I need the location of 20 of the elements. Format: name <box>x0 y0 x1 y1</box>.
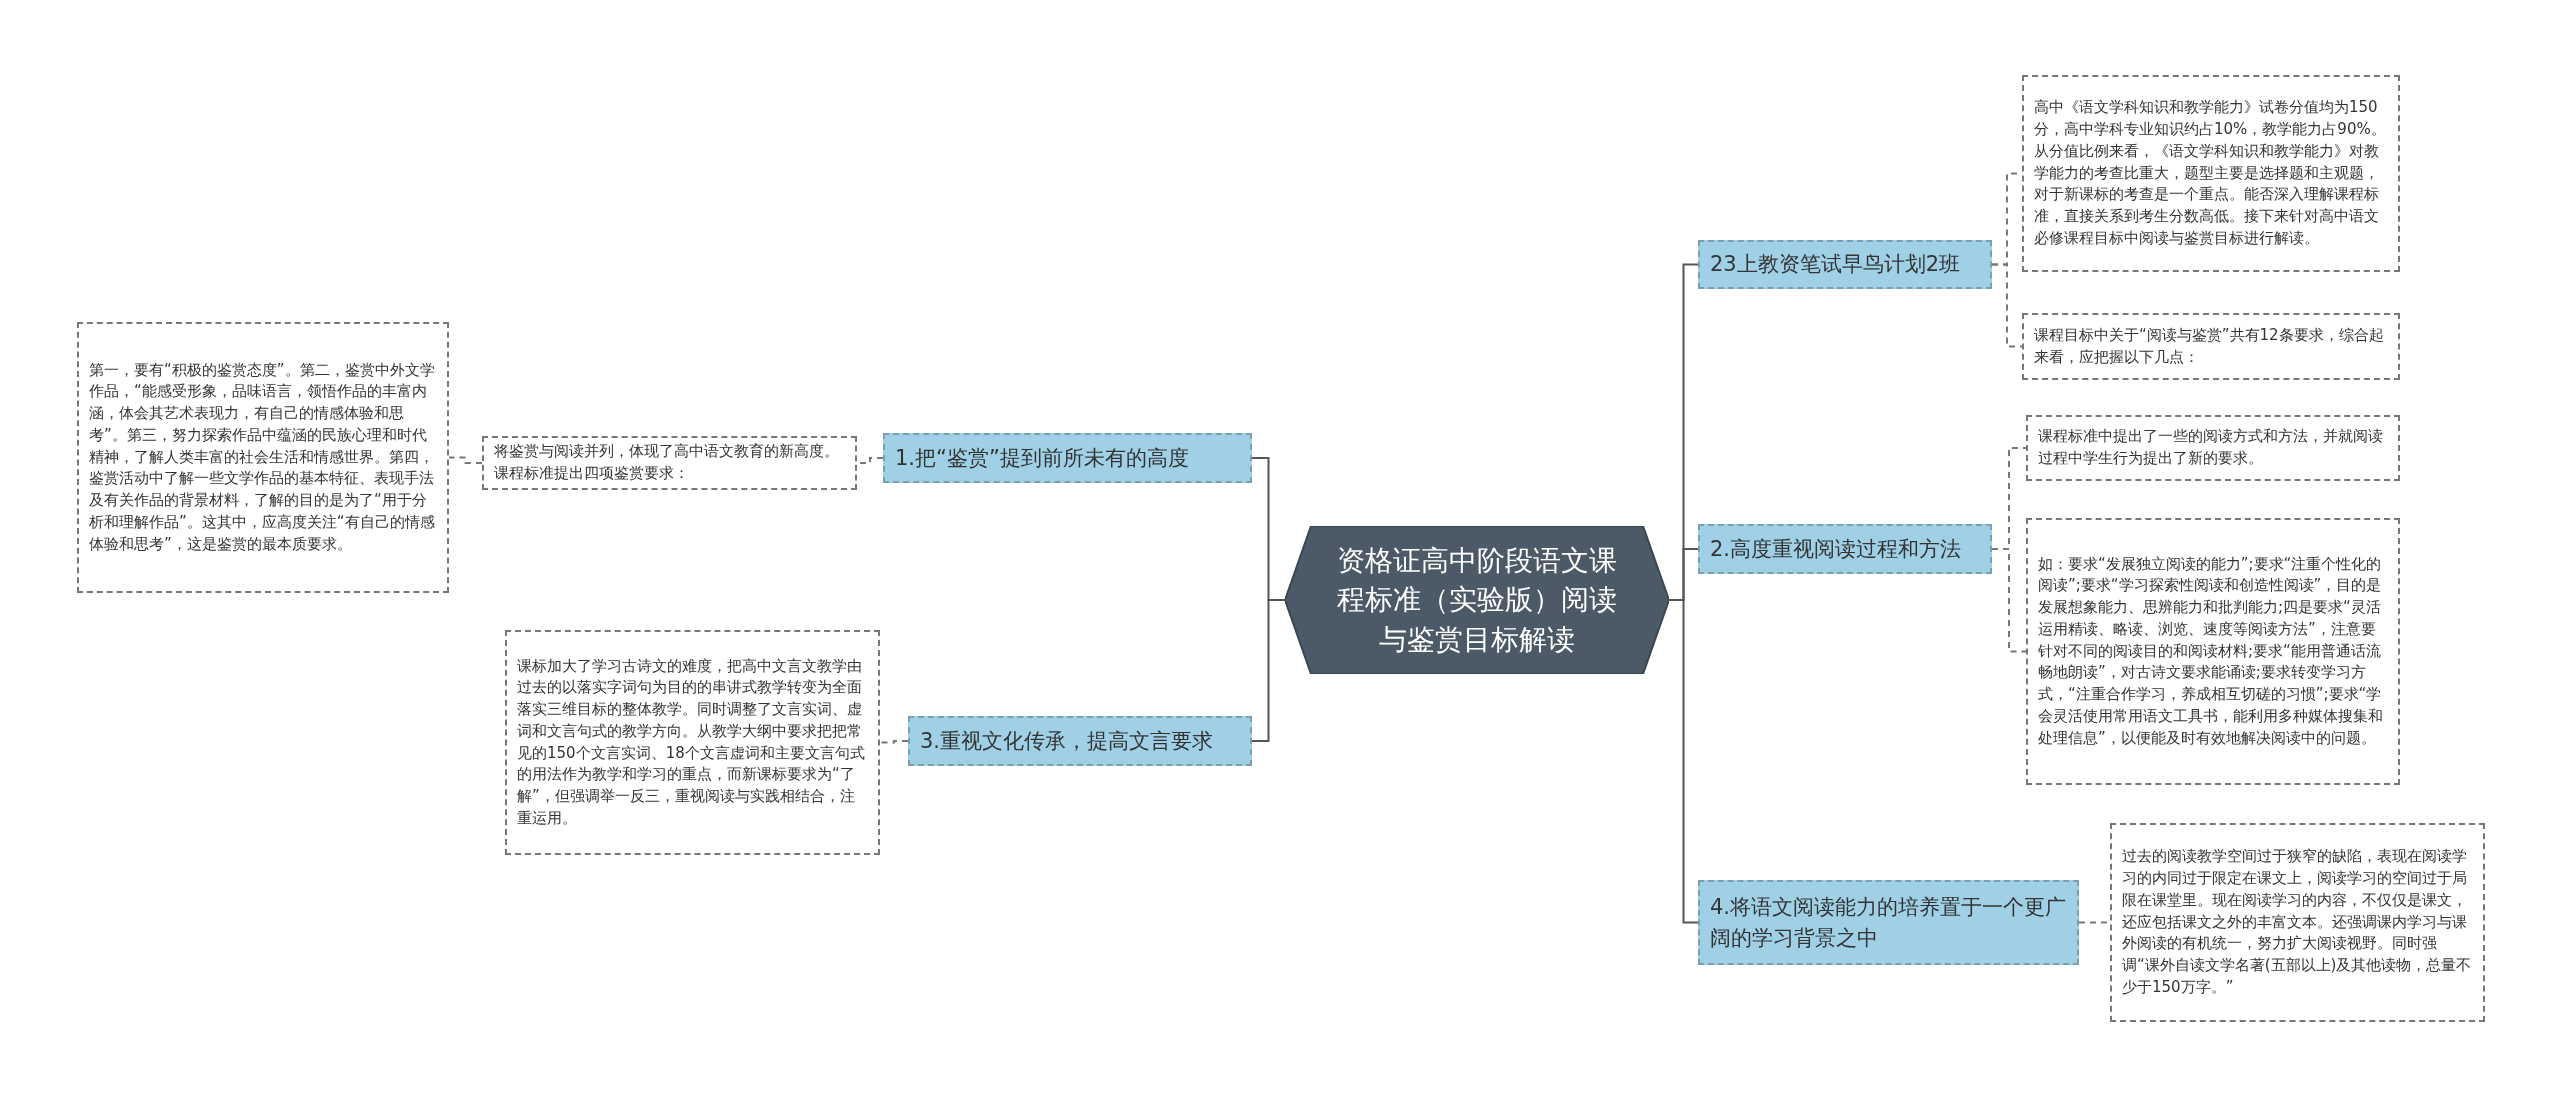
note-box: 课程标准中提出了一些的阅读方式和方法，并就阅读过程中学生行为提出了新的要求。 <box>2026 415 2400 481</box>
connector-line <box>1991 263 2023 348</box>
connector-line <box>1251 599 1286 742</box>
central-topic-box: 资格证高中阶段语文课程标准（实验版）阅读与鉴赏目标解读 <box>1285 526 1669 674</box>
connector-line <box>879 740 909 744</box>
branch-topic-box: 2.高度重视阅读过程和方法 <box>1698 524 1992 574</box>
note-box: 如：要求“发展独立阅读的能力”;要求“注重个性化的阅读”;要求“学习探索性阅读和创造性阅读”，目的是发展想象能力、思辨能力和批判能力;四是要求“灵活运用精读、略读、浏览、速度等阅读方法”，注意要针对不同的阅读目的和阅读材料;要求“能用普通话流畅地朗读”，对古诗文要求能诵读;要求转变学习方式，“注重合作学习，养成相互切磋的习惯”;要求“学会灵活使用常用语文工具书，能利用多种媒体搜集和处理信息”，以便能及时有效地解决阅读中的问题。 <box>2026 518 2400 785</box>
connector-line <box>448 456 483 464</box>
branch-topic-box: 1.把“鉴赏”提到前所未有的高度 <box>883 433 1252 483</box>
branch-topic-box: 3.重视文化传承，提高文言要求 <box>908 716 1252 766</box>
note-box: 课程目标中关于“阅读与鉴赏”共有12条要求，综合起来看，应把握以下几点： <box>2022 313 2400 380</box>
note-box: 过去的阅读教学空间过于狭窄的缺陷，表现在阅读学习的内同过于限定在课文上，阅读学习的空间过于局限在课堂里。现在阅读学习的内容，不仅仅是课文，还应包括课文之外的丰富文本。还强调课内学习与课外阅读的有机统一，努力扩大阅读视野。同时强调“课外自读文学名著(五部以上)及其他读物，总量不少于150万字。” <box>2110 823 2485 1022</box>
branch-topic-box: 4.将语文阅读能力的培养置于一个更广阔的学习背景之中 <box>1698 880 2079 965</box>
connector-line <box>1991 548 2027 653</box>
connector-line <box>1668 599 1699 924</box>
note-box: 将鉴赏与阅读并列，体现了高中语文教育的新高度。课程标准提出四项鉴赏要求： <box>482 436 857 490</box>
note-box: 课标加大了学习古诗文的难度，把高中文言文教学由过去的以落实字词句为目的的串讲式教学转变为全面落实三维目标的整体教学。同时调整了文言实词、虚词和文言句式的教学方向。从教学大纲中要求把把常见的150个文言实词、18个文言虚词和主要文言句式的用法作为教学和学习的重点，而新课标要求为“了解”，但强调举一反三，重视阅读与实践相结合，注重运用。 <box>505 630 880 855</box>
branch-topic-box: 23上教资笔试早鸟计划2班 <box>1698 240 1992 289</box>
note-box: 高中《语文学科知识和教学能力》试卷分值均为150分，高中学科专业知识约占10%，教学能力占90%。从分值比例来看，《语文学科知识和教学能力》对教学能力的考查比重大，题型主要是选择题和主观题，对于新课标的考查是一个重点。能否深入理解课程标准，直接关系到考生分数高低。接下来针对高中语文必修课程目标中阅读与鉴赏目标进行解读。 <box>2022 75 2400 272</box>
note-box: 第一，要有“积极的鉴赏态度”。第二，鉴赏中外文学作品，“能感受形象，品味语言，领悟作品的丰富内涵，体会其艺术表现力，有自己的情感体验和思考”。第三，努力探索作品中蕴涵的民族心理和时代精神，了解人类丰富的社会生活和情感世界。第四，鉴赏活动中了解一些文学作品的基本特征、表现手法及有关作品的背景材料，了解的目的是为了“用于分析和理解作品”。这其中，应高度关注“有自己的情感体验和思考”，这是鉴赏的最本质要求。 <box>77 322 449 593</box>
